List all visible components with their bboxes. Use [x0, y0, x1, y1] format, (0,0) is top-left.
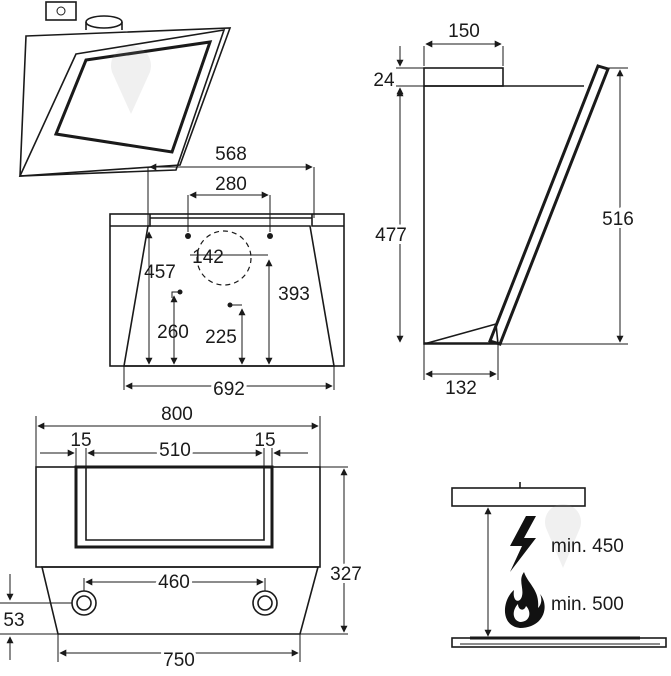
side-view: 150 24 477 516 132: [372, 21, 637, 399]
watermark-logo: [545, 504, 582, 568]
installation-clearance: min. 450 min. 500: [451, 482, 667, 648]
dim-duct-height: 393: [278, 284, 310, 305]
dim-hole-spacing: 460: [158, 572, 190, 593]
hood-perspective-view: [18, 1, 232, 177]
flame-icon: [504, 572, 545, 628]
mount-hole-right: [267, 233, 273, 239]
side-body: [423, 86, 498, 345]
dim-right-margin: 15: [254, 430, 275, 451]
duct-outline: [196, 230, 252, 286]
dim-left-bracket-height: 260: [157, 322, 189, 343]
chimney-side: [423, 67, 504, 87]
dim-left-margin: 15: [70, 430, 91, 451]
electrical-socket-icon: [45, 1, 77, 21]
dim-wall-width: 800: [161, 404, 193, 425]
dim-bottom-width: 692: [213, 379, 245, 400]
dim-chimney-width: 150: [448, 21, 480, 42]
hood-inner-frame: [53, 40, 213, 154]
dim-overall-height: 516: [602, 209, 634, 230]
dim-mount-spacing: 280: [215, 174, 247, 195]
bottom-outer: [35, 466, 321, 568]
mounting-hole-right: [252, 590, 278, 616]
bottom-view: 800 15 510 15 460 327 53 750: [0, 404, 365, 674]
mount-hole-left: [185, 233, 191, 239]
mounting-hole-left: [71, 590, 97, 616]
dim-base-width: 750: [163, 650, 195, 671]
dim-chimney-height: 24: [373, 70, 395, 91]
dim-duct-offset: 142: [192, 247, 224, 268]
dim-side-height: 477: [375, 225, 407, 246]
lightning-icon: [510, 516, 536, 572]
dim-inner-width: 510: [159, 440, 191, 461]
electric-clearance-label: min. 450: [551, 536, 624, 557]
watermark-logo: [111, 45, 151, 114]
dim-front-height: 457: [144, 262, 176, 283]
hood-bar: [451, 487, 586, 507]
gas-clearance-label: min. 500: [551, 594, 624, 615]
front-mounting-view: 568 280 142 457 393 260 225 692: [109, 144, 345, 403]
glass-panel-side: [488, 64, 610, 346]
dim-right-bracket-height: 225: [205, 327, 237, 348]
dim-hole-height: 53: [3, 610, 24, 631]
chimney-collar: [85, 15, 123, 30]
dim-depth: 132: [445, 378, 477, 399]
bottom-glass-frame: [74, 465, 274, 549]
dim-top-width: 568: [215, 144, 247, 165]
dim-hood-height: 327: [330, 564, 362, 585]
